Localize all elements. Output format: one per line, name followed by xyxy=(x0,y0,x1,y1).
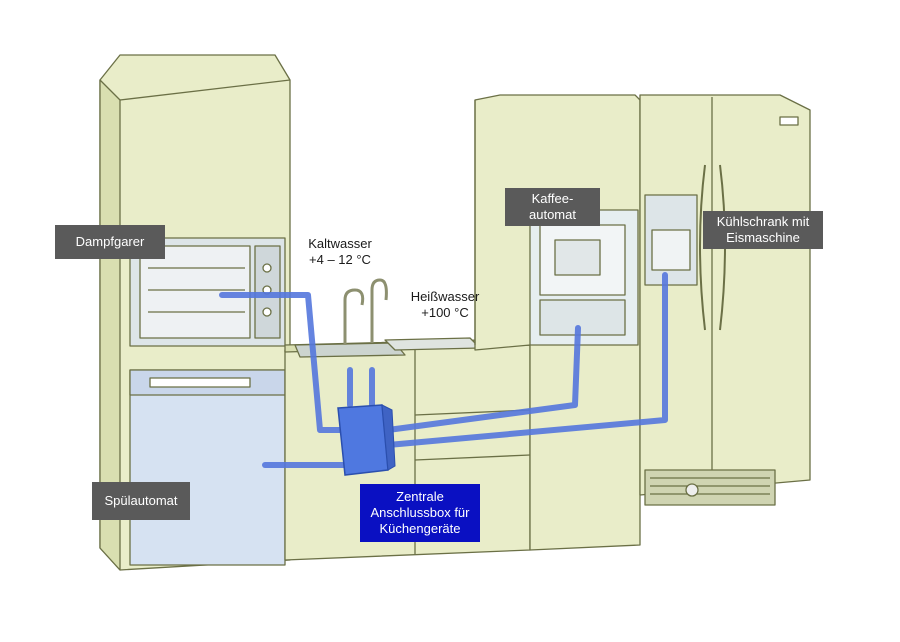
label-zentrale-anschlussbox: Zentrale Anschlussbox für Küchengeräte xyxy=(360,484,480,542)
label-heisswasser: Heißwasser +100 °C xyxy=(410,289,480,320)
label-dampfgarer: Dampfgarer xyxy=(55,225,165,259)
label-spuelautomat: Spülautomat xyxy=(92,482,190,520)
pipes xyxy=(219,272,668,468)
faucet-hot xyxy=(370,278,388,343)
tall-cabinet-side xyxy=(99,79,121,571)
faucet-cold xyxy=(343,288,365,345)
label-kaltwasser: Kaltwasser +4 – 12 °C xyxy=(308,236,372,267)
label-kuehlschrank: Kühlschrank mit Eismaschine xyxy=(703,211,823,249)
label-kaffeeautomat: Kaffee- automat xyxy=(505,188,600,226)
sink-basin xyxy=(294,342,406,358)
central-connection-box xyxy=(337,404,389,476)
dishwasher xyxy=(129,369,286,566)
